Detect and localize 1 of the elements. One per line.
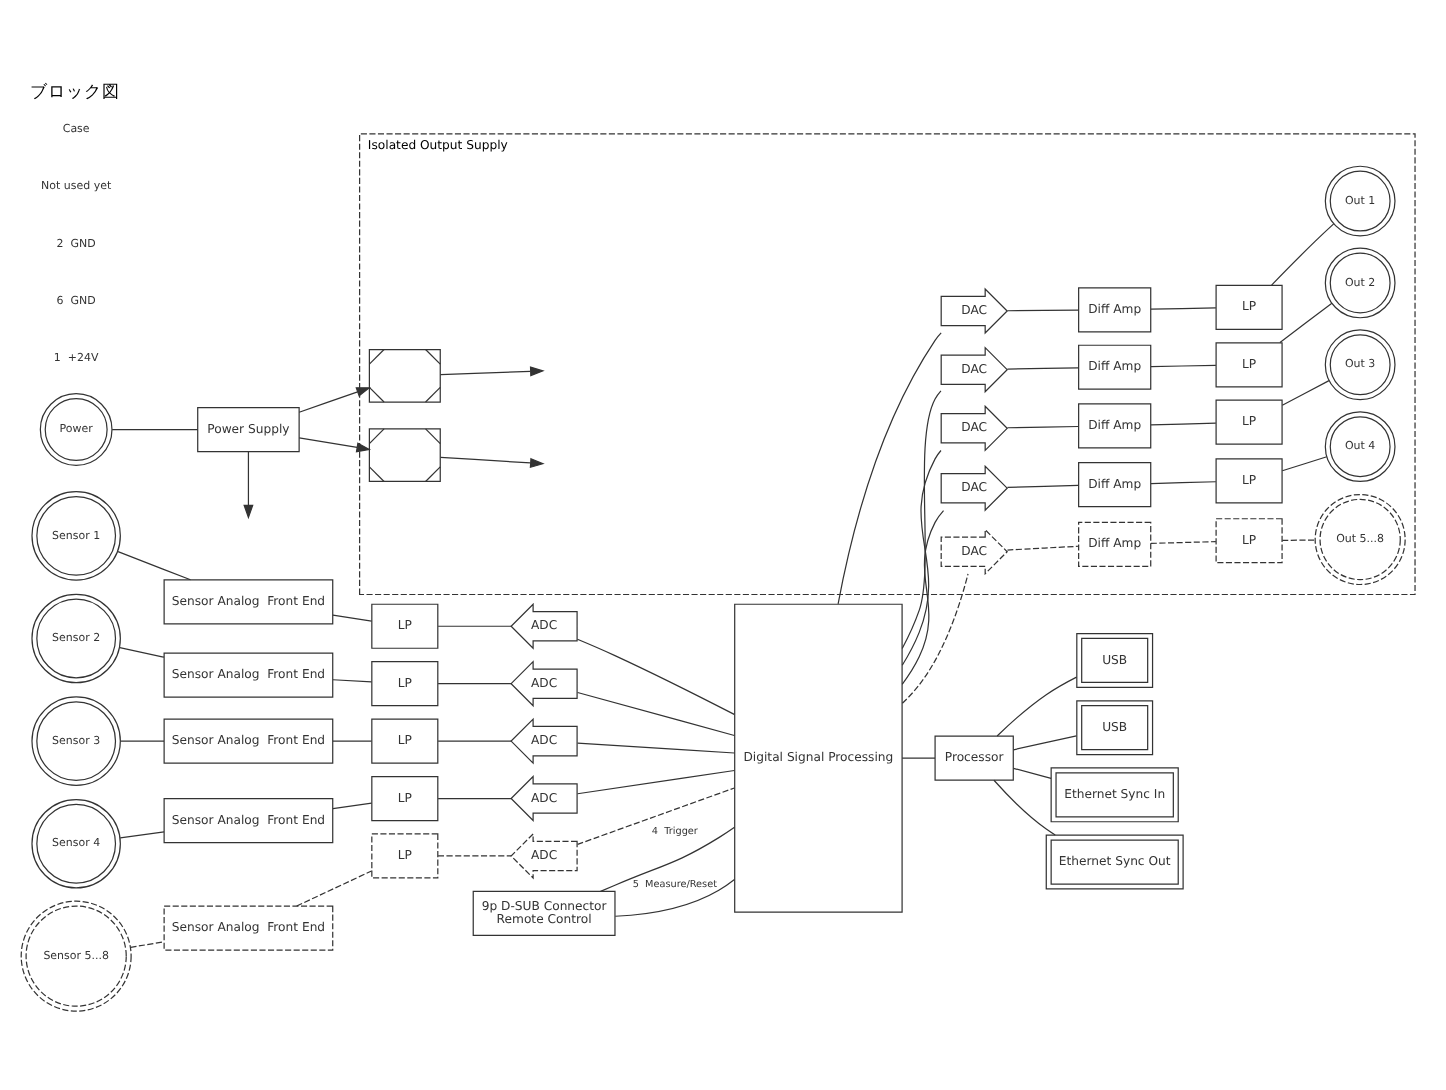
diagram-title: ブロック図 [29, 83, 120, 104]
